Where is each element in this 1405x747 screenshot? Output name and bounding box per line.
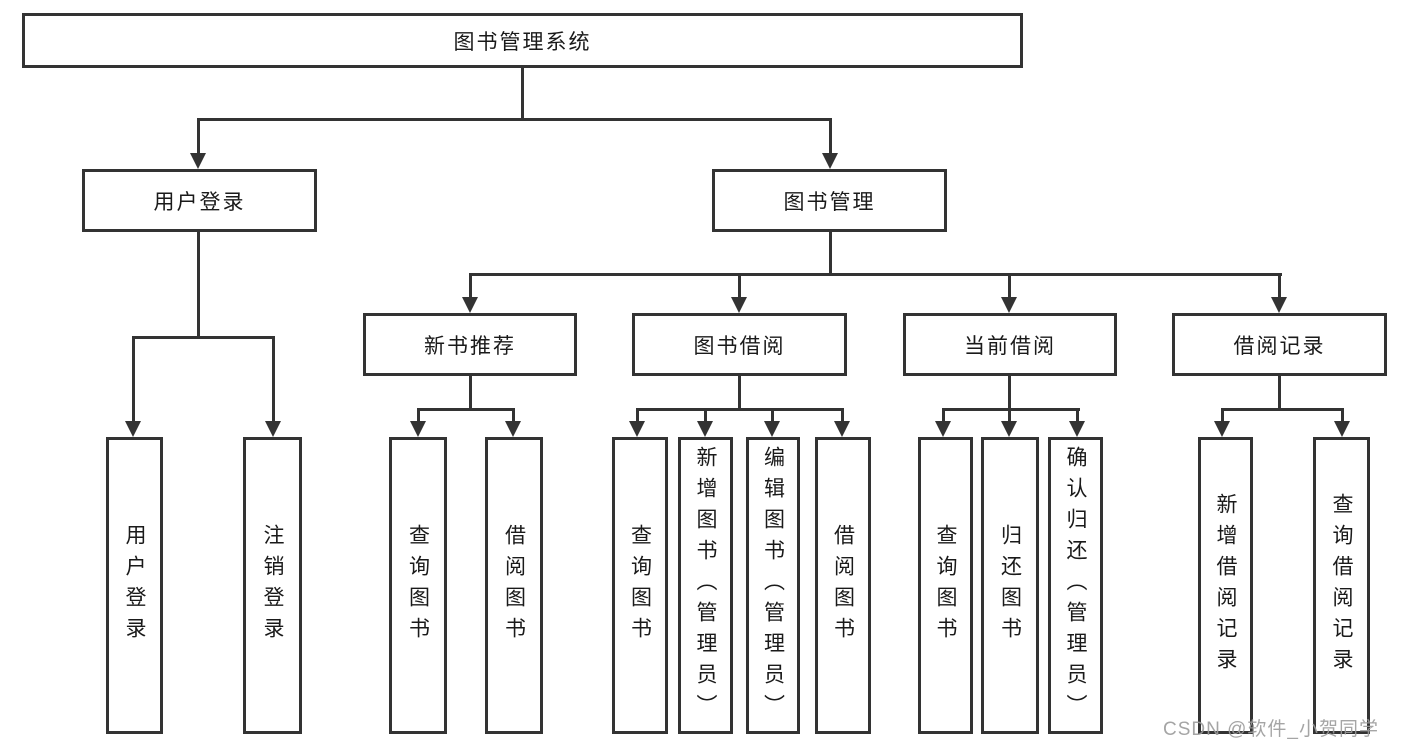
node-label: 用户登录 bbox=[123, 523, 147, 648]
node-leaf-user-login: 用户登录 bbox=[106, 437, 163, 734]
node-borrowing-records: 借阅记录 bbox=[1172, 313, 1387, 376]
arrow-down-icon bbox=[265, 421, 281, 437]
arrow-down-icon bbox=[822, 153, 838, 169]
node-label: 归还图书 bbox=[998, 523, 1022, 648]
connector-line bbox=[521, 68, 524, 118]
node-leaf-query-borrow-record: 查询借阅记录 bbox=[1313, 437, 1370, 734]
arrow-down-icon bbox=[125, 421, 141, 437]
arrow-down-icon bbox=[731, 297, 747, 313]
node-leaf-confirm-return-admin: 确认归还（管理员） bbox=[1048, 437, 1103, 734]
node-label: 图书借阅 bbox=[693, 334, 786, 358]
node-leaf-query-books-3: 查询图书 bbox=[918, 437, 973, 734]
node-new-book-recommendation: 新书推荐 bbox=[363, 313, 577, 376]
connector-line bbox=[1076, 408, 1079, 423]
node-label: 新书推荐 bbox=[424, 334, 516, 358]
connector-line bbox=[1221, 408, 1344, 411]
node-user-login: 用户登录 bbox=[82, 169, 317, 232]
arrow-down-icon bbox=[1334, 421, 1350, 437]
connector-line bbox=[132, 336, 275, 339]
connector-line bbox=[197, 118, 200, 155]
node-label: 新增图书（管理员） bbox=[694, 446, 718, 725]
arrow-down-icon bbox=[697, 421, 713, 437]
connector-line bbox=[771, 408, 774, 423]
connector-line bbox=[197, 232, 200, 336]
arrow-down-icon bbox=[834, 421, 850, 437]
arrow-down-icon bbox=[1271, 297, 1287, 313]
connector-line bbox=[1008, 273, 1011, 299]
arrow-down-icon bbox=[1214, 421, 1230, 437]
node-label: 查询图书 bbox=[406, 523, 430, 648]
connector-line bbox=[417, 408, 515, 411]
node-current-borrowing: 当前借阅 bbox=[903, 313, 1117, 376]
node-book-management: 图书管理 bbox=[712, 169, 947, 232]
node-label: 借阅图书 bbox=[831, 523, 855, 648]
csdn-watermark: CSDN @软件_小贺同学 bbox=[1163, 719, 1379, 740]
node-leaf-add-borrow-record: 新增借阅记录 bbox=[1198, 437, 1253, 734]
connector-line bbox=[469, 273, 1282, 276]
node-leaf-query-books-1: 查询图书 bbox=[389, 437, 447, 734]
connector-line bbox=[512, 408, 515, 423]
node-label: 查询图书 bbox=[934, 523, 958, 648]
connector-line bbox=[1278, 273, 1281, 299]
connector-line bbox=[272, 336, 275, 423]
node-leaf-edit-books-admin: 编辑图书（管理员） bbox=[746, 437, 800, 734]
arrow-down-icon bbox=[462, 297, 478, 313]
connector-line bbox=[1008, 376, 1011, 408]
node-library-management-system: 图书管理系统 bbox=[22, 13, 1023, 68]
node-label: 当前借阅 bbox=[964, 334, 1056, 358]
node-label: 新增借阅记录 bbox=[1214, 492, 1238, 679]
arrow-down-icon bbox=[629, 421, 645, 437]
arrow-down-icon bbox=[410, 421, 426, 437]
arrow-down-icon bbox=[1001, 421, 1017, 437]
node-leaf-return-books: 归还图书 bbox=[981, 437, 1039, 734]
arrow-down-icon bbox=[505, 421, 521, 437]
connector-line bbox=[636, 408, 844, 411]
node-leaf-add-books-admin: 新增图书（管理员） bbox=[678, 437, 733, 734]
arrow-down-icon bbox=[1001, 297, 1017, 313]
node-label: 编辑图书（管理员） bbox=[761, 446, 785, 725]
connector-line bbox=[1008, 408, 1011, 423]
connector-line bbox=[469, 273, 472, 299]
arrow-down-icon bbox=[935, 421, 951, 437]
node-label: 查询借阅记录 bbox=[1330, 492, 1354, 679]
connector-line bbox=[829, 118, 832, 155]
connector-line bbox=[942, 408, 1080, 411]
arrow-down-icon bbox=[1069, 421, 1085, 437]
node-leaf-borrow-books-2: 借阅图书 bbox=[815, 437, 871, 734]
node-label: 用户登录 bbox=[153, 190, 246, 214]
node-leaf-borrow-books-1: 借阅图书 bbox=[485, 437, 543, 734]
arrow-down-icon bbox=[764, 421, 780, 437]
node-label: 借阅图书 bbox=[502, 523, 526, 648]
node-leaf-query-books-2: 查询图书 bbox=[612, 437, 668, 734]
connector-line bbox=[829, 232, 832, 273]
node-label: 图书管理 bbox=[783, 190, 876, 214]
node-label: 确认归还（管理员） bbox=[1064, 446, 1088, 725]
connector-line bbox=[636, 408, 639, 423]
connector-line bbox=[704, 408, 707, 423]
arrow-down-icon bbox=[190, 153, 206, 169]
node-label: 图书管理系统 bbox=[453, 30, 592, 54]
node-label: 借阅记录 bbox=[1233, 334, 1326, 358]
node-label: 查询图书 bbox=[628, 523, 652, 648]
connector-line bbox=[417, 408, 420, 423]
connector-line bbox=[738, 376, 741, 408]
connector-line bbox=[841, 408, 844, 423]
connector-line bbox=[1278, 376, 1281, 408]
connector-line bbox=[197, 118, 832, 121]
node-leaf-logout: 注销登录 bbox=[243, 437, 302, 734]
connector-line bbox=[469, 376, 472, 408]
connector-line bbox=[942, 408, 945, 423]
connector-line bbox=[738, 273, 741, 299]
connector-line bbox=[1341, 408, 1344, 423]
node-label: 注销登录 bbox=[261, 523, 285, 648]
connector-line bbox=[1221, 408, 1224, 423]
node-book-borrowing: 图书借阅 bbox=[632, 313, 847, 376]
connector-line bbox=[132, 336, 135, 423]
